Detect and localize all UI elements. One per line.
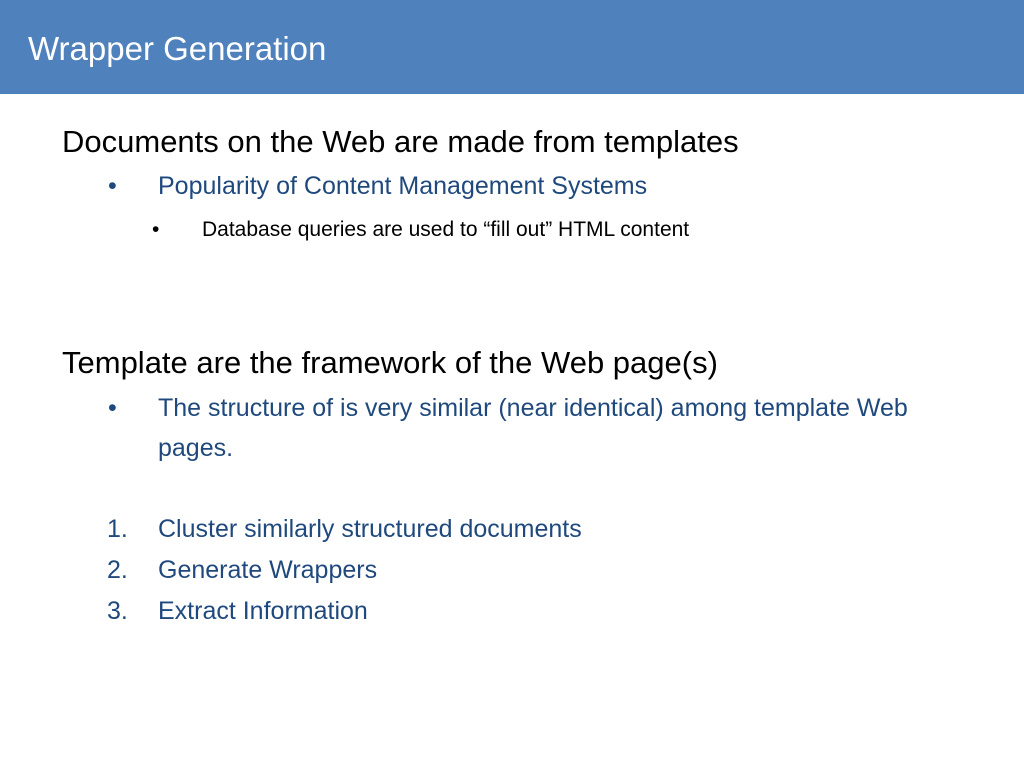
subbullet-text: Database queries are used to “fill out” … [202,218,690,241]
subbullet-marker: • [152,218,160,241]
step-text: Generate Wrappers [158,556,378,584]
step-text: Extract Information [158,597,368,625]
bullet-text: Popularity of Content Management Systems [158,172,648,200]
step-number: 3. [107,597,128,625]
step-number: 1. [107,515,128,543]
section-heading-templates: Documents on the Web are made from templ… [62,124,739,159]
slide-title: Wrapper Generation [28,30,327,67]
title-bar: Wrapper Generation [0,0,1024,94]
bullet-marker: • [108,172,117,200]
bullet-marker: • [108,394,117,422]
bullet-text: The structure of is very similar (near i… [158,394,908,462]
section-heading-framework: Template are the framework of the Web pa… [62,345,718,380]
step-number: 2. [107,556,128,584]
step-text: Cluster similarly structured documents [158,515,582,543]
